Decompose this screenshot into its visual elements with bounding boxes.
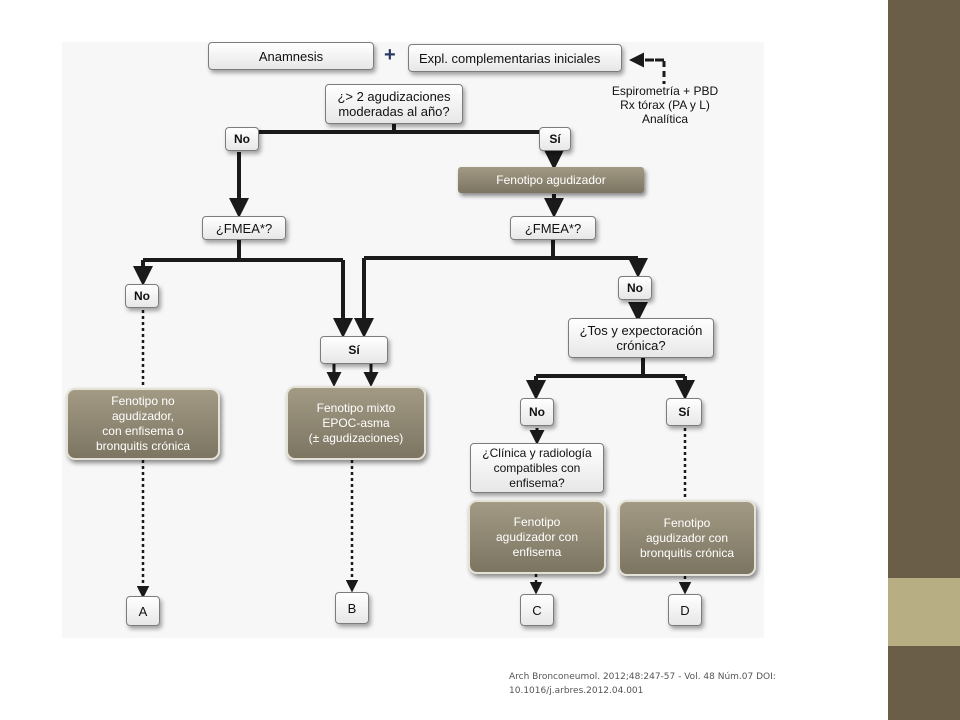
question-agudizaciones: ¿> 2 agudizaciones moderadas al año? [325, 84, 463, 124]
answer-si-mid: Sí [320, 336, 388, 364]
sidebar-accent [888, 578, 960, 646]
end-label-a: A [126, 596, 160, 626]
expl-complementarias-box: Expl. complementarias iniciales [408, 44, 622, 72]
fenotipo-bronquitis-box: Fenotipo agudizador con bronquitis cróni… [618, 500, 756, 576]
fenotipo-mixto-box: Fenotipo mixto EPOC-asma (± agudizacione… [286, 386, 426, 460]
anamnesis-box: Anamnesis [208, 42, 374, 70]
answer-no-tos: No [520, 398, 554, 426]
question-fmea-right: ¿FMEA*? [510, 216, 596, 240]
fenotipo-no-agudizador-box: Fenotipo no agudizador, con enfisema o b… [66, 388, 220, 460]
answer-si-top: Sí [539, 127, 571, 151]
answer-no-top: No [225, 127, 259, 151]
fenotipo-agudizador-box: Fenotipo agudizador [458, 167, 644, 193]
citation-text: Arch Bronconeumol. 2012;48:247-57 - Vol.… [509, 672, 776, 696]
dashed-connector [645, 58, 666, 84]
answer-no-left: No [125, 284, 159, 308]
question-tos-expectoracion: ¿Tos y expectoración crónica? [568, 318, 714, 358]
initial-tests-note: Espirometría + PBD Rx tórax (PA y L) Ana… [611, 84, 719, 126]
end-label-b: B [335, 592, 369, 624]
end-label-d: D [668, 594, 702, 626]
question-clinica-radiologia: ¿Clínica y radiología compatibles con en… [470, 443, 604, 493]
answer-no-right: No [618, 276, 652, 300]
answer-si-tos: Sí [666, 398, 702, 426]
plus-sign: + [384, 44, 396, 66]
question-fmea-left: ¿FMEA*? [202, 216, 286, 240]
fenotipo-enfisema-box: Fenotipo agudizador con enfisema [468, 500, 606, 574]
end-label-c: C [520, 594, 554, 626]
